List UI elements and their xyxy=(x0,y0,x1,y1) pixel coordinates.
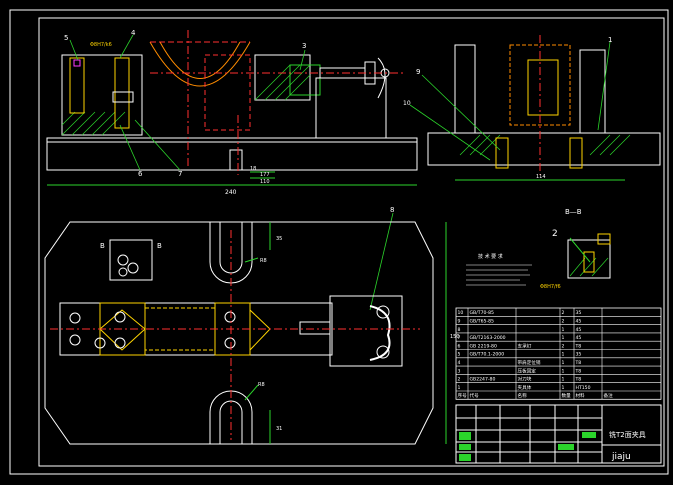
bom-cell-qty: 1 xyxy=(562,377,565,383)
bom-cell-name: 带肩定位销 xyxy=(518,359,541,366)
bom-cell-mat: T8 xyxy=(575,377,582,383)
bom-cell-qty: 2 xyxy=(562,319,565,325)
dim-top-width: 240 xyxy=(225,189,237,196)
section-label: B—B xyxy=(565,208,582,216)
balloon-6: 6 xyxy=(138,170,143,178)
bom-cell-code: GB2247-80 xyxy=(470,377,496,383)
bom-cell-name: 对刀块 xyxy=(518,376,532,383)
bom-cell-no: 1 xyxy=(458,385,461,391)
view-marker-b-right: B xyxy=(157,242,162,250)
balloon-7: 7 xyxy=(178,170,182,178)
bom-cell-qty: 2 xyxy=(562,310,565,316)
bom-cell-qty: 1 xyxy=(562,360,565,366)
balloon-9: 9 xyxy=(416,68,420,76)
bom-cell-mat: HT150 xyxy=(576,385,591,391)
bom-header-qty: 数量 xyxy=(562,392,572,399)
balloon-10: 10 xyxy=(403,100,411,107)
notes-lines xyxy=(466,264,532,286)
bom-cell-mat: T8 xyxy=(575,360,582,366)
plan-view xyxy=(44,221,447,445)
bom-cell-qty: 1 xyxy=(562,327,565,333)
bom-cell-name: 压板固定 xyxy=(518,367,537,374)
dim-side-width: 114 xyxy=(536,174,546,180)
bom-cell-code: GB/T70-85 xyxy=(470,310,494,316)
bom-cell-no: 6 xyxy=(458,343,461,349)
dim-top-h2: 177 xyxy=(260,172,270,178)
bom-cell-qty: 1 xyxy=(562,368,565,374)
dim-plan-r1: R8 xyxy=(260,258,267,264)
balloon-8: 8 xyxy=(390,206,394,214)
bom-cell-no: 7 xyxy=(458,335,461,341)
bom-cell-no: 3 xyxy=(458,368,461,374)
balloon-leaders xyxy=(69,34,611,311)
side-view xyxy=(427,35,661,181)
bom-cell-no: 9 xyxy=(458,319,461,325)
bom-cell-mat: T8 xyxy=(575,343,582,349)
inner-border xyxy=(38,17,665,467)
bom-cell-mat: 45 xyxy=(576,335,582,341)
drawing-title-cn: 铣T2面夹具 xyxy=(609,430,646,439)
notes-heading: 技 术 要 求 xyxy=(478,253,503,260)
bom-header-no: 序号 xyxy=(458,392,468,399)
bom-cell-mat: T8 xyxy=(575,368,582,374)
bom-cell-code: GB/T70.1-2000 xyxy=(470,352,505,358)
bom-cell-mat: 35 xyxy=(576,310,582,316)
bom-cell-mat: 35 xyxy=(576,352,582,358)
bom-cell-code: GB/T65-85 xyxy=(470,319,494,325)
bom-header-code: 代号 xyxy=(470,392,480,399)
bom-header-name: 名称 xyxy=(518,392,528,399)
bom-cell-no: 5 xyxy=(458,352,461,358)
bom-cell-qty: 1 xyxy=(562,352,565,358)
bom-cell-qty: 1 xyxy=(562,335,565,341)
bom-cell-qty: 2 xyxy=(562,343,565,349)
front-view xyxy=(46,30,418,186)
section-bb xyxy=(567,233,611,279)
bom-cell-no: 2 xyxy=(458,377,461,383)
bom-cell-name: 支承钉 xyxy=(518,342,532,349)
bom-cell-code: GB/T2163-2000 xyxy=(470,335,506,341)
drawing-title-en: jiaju xyxy=(611,452,631,462)
bom-cell-mat: 45 xyxy=(576,319,582,325)
fit-note-top: Φ8H7/k6 xyxy=(90,42,112,48)
bom-cell-no: 10 xyxy=(458,310,464,316)
fit-note-section: Φ8H7/f6 xyxy=(540,284,561,290)
dim-plan-d2: 31 xyxy=(276,426,282,432)
bom-cell-no: 4 xyxy=(458,360,461,366)
view-marker-b-left: B xyxy=(100,242,105,250)
dim-top-h1: 18 xyxy=(250,166,256,172)
bom-header-note: 备注 xyxy=(604,392,614,399)
section-balloon-2: 2 xyxy=(552,229,558,239)
balloon-1: 1 xyxy=(608,36,612,44)
bom-cell-code: GB 2219-80 xyxy=(470,343,497,349)
balloon-5: 5 xyxy=(64,34,68,42)
bom-header-mat: 材料 xyxy=(576,392,586,399)
dim-top-h3: 110 xyxy=(260,179,270,185)
bom-cell-qty: 1 xyxy=(562,385,565,391)
bom-cell-mat: 45 xyxy=(576,327,582,333)
dim-plan-height: 150 xyxy=(450,334,460,340)
dim-plan-r2: R8 xyxy=(258,382,265,388)
dim-plan-d1: 35 xyxy=(276,236,282,242)
title-block xyxy=(455,404,662,464)
balloon-4: 4 xyxy=(131,29,136,37)
balloon-3: 3 xyxy=(302,42,306,50)
bom-cell-name: 夹具体 xyxy=(518,384,532,391)
bom-cell-no: 8 xyxy=(458,327,461,333)
outer-border xyxy=(9,9,669,475)
